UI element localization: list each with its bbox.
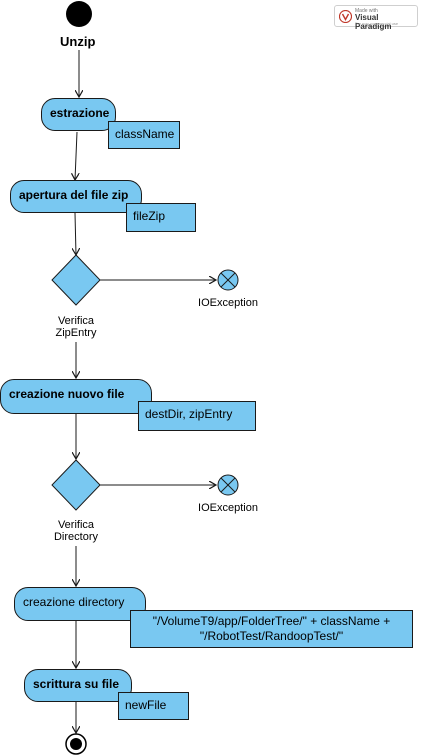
pin-classname: className (108, 121, 180, 149)
flow-apertura-to-decision1 (75, 212, 76, 255)
logo-top-text: Made with (355, 8, 378, 14)
pin-destdir-zipentry: destDir, zipEntry (138, 401, 256, 431)
pin-path-line1: "/VolumeT9/app/FolderTree/" + className … (152, 614, 391, 628)
initial-node (66, 1, 92, 27)
start-label: Unzip (60, 34, 96, 49)
pin-filezip: fileZip (126, 203, 196, 232)
exception-label-2: IOException (198, 502, 258, 514)
decision-label-directory-line1: Verifica (57, 519, 95, 531)
decision-label-zipentry-line2: ZipEntry (55, 327, 97, 339)
action-creazione-directory: creazione directory (14, 587, 146, 621)
decision-verifica-zipentry (51, 254, 101, 306)
decision-label-zipentry: Verifica ZipEntry (46, 315, 106, 339)
visual-paradigm-icon (339, 10, 352, 23)
pin-path-line2: "/RobotTest/RandoopTest/" (199, 629, 344, 643)
decision-label-zipentry-line1: Verifica (57, 315, 95, 327)
logo-name: Visual Paradigm (355, 13, 392, 31)
flow-final-node-1 (217, 269, 239, 291)
pin-newfile: newFile (118, 692, 189, 720)
logo-sub-text: For non-commercial use (355, 21, 399, 26)
decision-label-directory-line2: Directory (53, 531, 98, 543)
decision-verifica-directory (51, 459, 101, 511)
flow-final-node-2 (217, 474, 239, 496)
action-creazione-nuovo-file: creazione nuovo file (0, 379, 152, 414)
action-estrazione: estrazione (41, 98, 116, 131)
exception-label-1: IOException (198, 297, 258, 309)
flow-estrazione-to-apertura (75, 131, 77, 180)
action-apertura-file-zip: apertura del file zip (10, 180, 142, 213)
activity-final-node (65, 733, 87, 755)
visual-paradigm-logo: Made with Visual Paradigm For non-commer… (334, 5, 418, 31)
decision-label-directory: Verifica Directory (44, 519, 108, 543)
pin-path-expression: "/VolumeT9/app/FolderTree/" + className … (130, 610, 413, 648)
action-scrittura-su-file: scrittura su file (24, 669, 132, 702)
